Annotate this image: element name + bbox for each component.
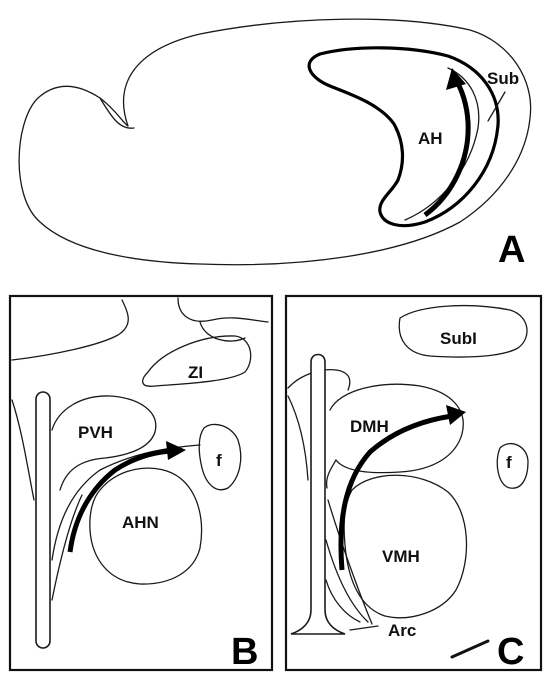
region-pvh [51, 395, 157, 491]
pathway-arrow-c [338, 413, 453, 571]
panel-b-fan-1 [51, 444, 201, 561]
label-ah: AH [418, 129, 443, 148]
label-sub: Sub [487, 69, 519, 88]
label-pvh: PVH [78, 423, 113, 442]
label-dmh: DMH [350, 417, 389, 436]
hippocampus-ah-outline [307, 46, 500, 228]
label-f-b: f [216, 451, 222, 470]
panel-b-frame [8, 294, 274, 672]
panel-c: SubI DMH f VMH Arc C [284, 294, 543, 673]
panel-b-top-inner [199, 321, 246, 342]
brain-outline [18, 18, 532, 266]
pathway-arrow-a [423, 78, 471, 218]
panel-b-top-boundary [11, 299, 129, 361]
panel-b: ZI PVH f AHN B [8, 294, 274, 673]
brain-notch [99, 97, 135, 129]
region-f-b [198, 423, 242, 491]
hippocampus-inner-layer [404, 67, 480, 221]
region-ahn [89, 467, 203, 585]
region-f-c [496, 443, 529, 489]
ventricle-c [290, 353, 346, 635]
ventricle-b [35, 391, 51, 649]
pathway-arrow-b [67, 448, 173, 553]
pathway-arrowhead-b [166, 441, 186, 460]
panel-b-fan-2 [51, 494, 83, 601]
region-vmh [343, 474, 468, 619]
region-dmh [329, 383, 464, 474]
panel-a-letter: A [498, 229, 525, 271]
arc-fiber-2 [325, 539, 369, 623]
panel-c-frame [284, 294, 543, 672]
region-subi [398, 304, 528, 358]
panel-a: Sub AH A [18, 18, 532, 271]
label-arc: Arc [388, 621, 416, 640]
arc-fiber-3 [327, 499, 373, 625]
region-zi [142, 335, 252, 387]
panel-c-scale-mark [450, 639, 490, 659]
panel-c-letter: C [497, 631, 524, 673]
label-vmh: VMH [382, 547, 420, 566]
arc-pointer-line [349, 625, 379, 631]
arc-fiber-1 [325, 579, 361, 623]
label-zi: ZI [188, 363, 203, 382]
panel-c-dmh-lower [325, 459, 337, 489]
pathway-arrowhead-c [446, 405, 466, 425]
pathway-arrowhead-a [446, 68, 466, 90]
panel-b-side-left [11, 399, 35, 501]
label-subi: SubI [440, 329, 477, 348]
panel-c-left-contour [287, 395, 309, 481]
label-ahn: AHN [122, 513, 159, 532]
panel-b-letter: B [231, 631, 258, 673]
sub-pointer-line [487, 91, 506, 122]
panel-c-top-contour [287, 369, 351, 391]
label-f-c: f [506, 453, 512, 472]
panel-b-top-right-contour [177, 297, 269, 323]
